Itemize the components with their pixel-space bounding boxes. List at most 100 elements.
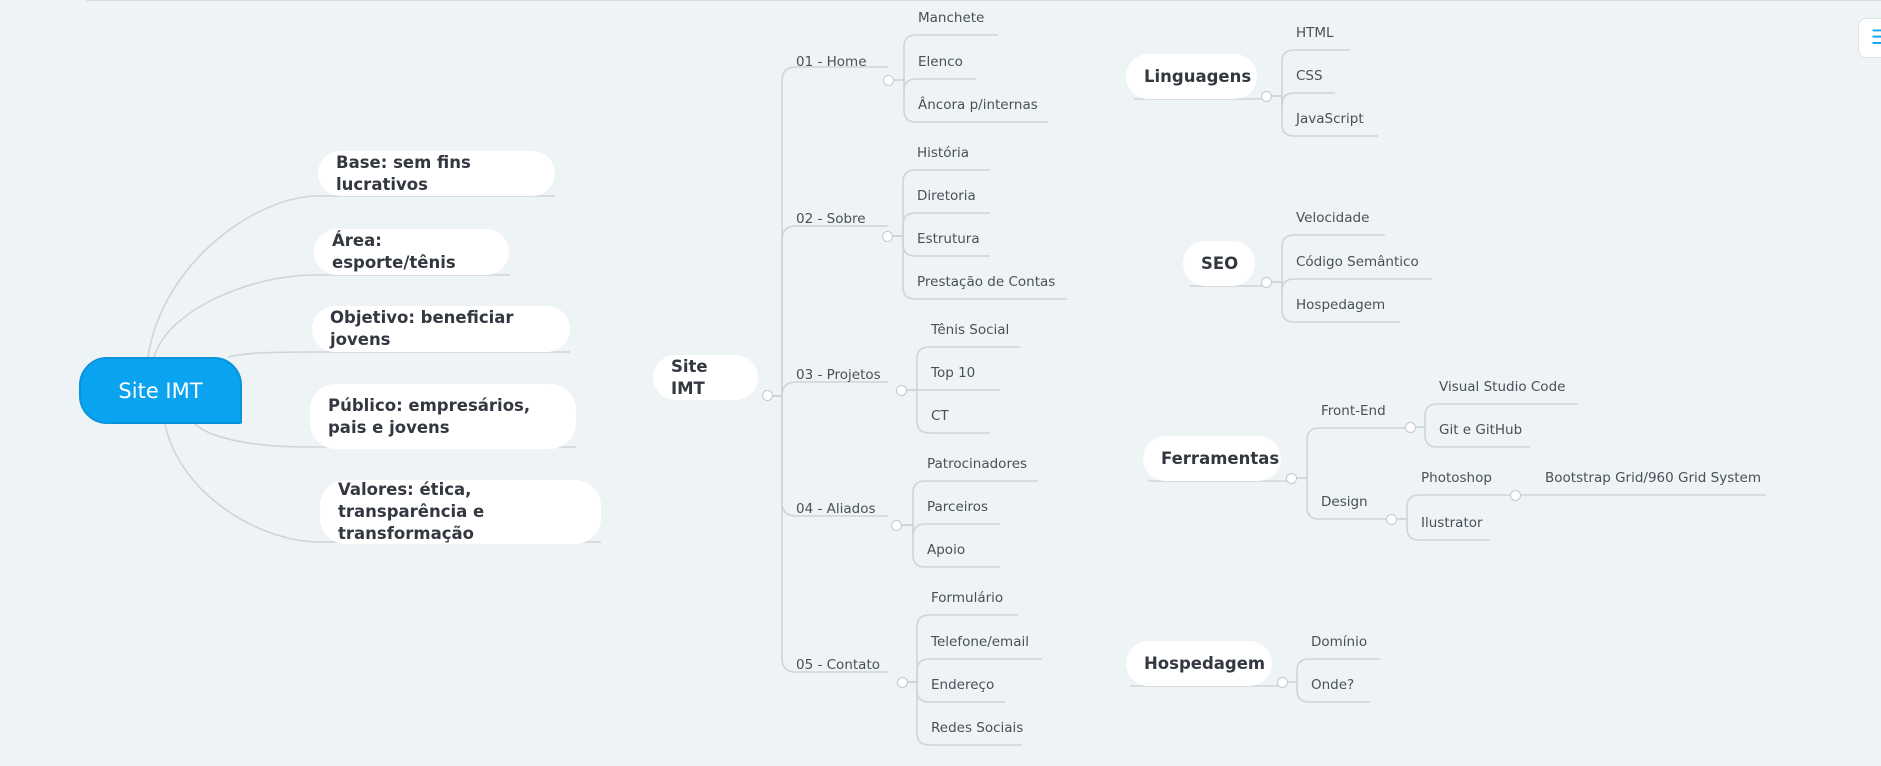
item-onde[interactable]: Onde?: [1311, 677, 1355, 693]
item-patrocinadores[interactable]: Patrocinadores: [927, 456, 1028, 472]
center-node[interactable]: Site IMT: [653, 355, 758, 400]
item-diretoria[interactable]: Diretoria: [917, 188, 976, 204]
topic-hospedagem-toggle[interactable]: [1277, 677, 1288, 688]
center-link-2: [768, 381, 888, 397]
section-projetos-toggle[interactable]: [896, 385, 907, 396]
ferramentas-link-1: [1291, 477, 1386, 520]
item-endereco[interactable]: Endereço: [931, 677, 995, 693]
root-link-4: [164, 423, 601, 543]
item-vscode[interactable]: Visual Studio Code: [1439, 379, 1566, 395]
item-javascript[interactable]: JavaScript: [1296, 111, 1364, 127]
subtopic-design[interactable]: Design: [1321, 494, 1368, 510]
topic-seo[interactable]: SEO: [1183, 241, 1255, 286]
center-collapse-toggle[interactable]: [762, 390, 773, 401]
item-html[interactable]: HTML: [1296, 25, 1334, 41]
item-apoio[interactable]: Apoio: [927, 542, 966, 558]
frontend-link-1: [1410, 426, 1530, 448]
item-ct[interactable]: CT: [931, 408, 949, 424]
item-estrutura[interactable]: Estrutura: [917, 231, 980, 247]
list-icon: ☰: [1871, 25, 1881, 49]
sobre-link-0: [887, 169, 990, 237]
section-sobre[interactable]: 02 - Sobre: [796, 211, 866, 227]
contato-link-3: [902, 681, 1022, 746]
topic-hospedagem[interactable]: Hospedagem: [1126, 641, 1272, 686]
branch-area-label: Área: esporte/tênis: [332, 231, 456, 272]
subtopic-frontend[interactable]: Front-End: [1321, 403, 1386, 419]
branch-publico-label: Público: empresários, pais e jovens: [328, 395, 531, 437]
linguagens-link-0: [1266, 49, 1350, 97]
center-link-3: [768, 395, 888, 517]
aliados-link-2: [896, 524, 1000, 568]
topic-linguagens-label: Linguagens: [1144, 66, 1252, 86]
branch-objetivo[interactable]: Objetivo: beneficiar jovens: [312, 306, 570, 352]
section-home-toggle[interactable]: [883, 75, 894, 86]
design-link-1: [1391, 518, 1490, 541]
topic-ferramentas[interactable]: Ferramentas: [1143, 436, 1281, 481]
item-prestacao[interactable]: Prestação de Contas: [917, 274, 1056, 290]
item-ancora[interactable]: Âncora p/internas: [918, 97, 1038, 113]
top-divider: [86, 0, 1881, 1]
root-link-0: [147, 195, 555, 358]
item-redes-sociais[interactable]: Redes Sociais: [931, 720, 1024, 736]
section-aliados-toggle[interactable]: [891, 520, 902, 531]
branch-base-label: Base: sem fins lucrativos: [336, 152, 471, 194]
center-link-1: [768, 225, 888, 397]
topic-ferramentas-toggle[interactable]: [1286, 473, 1297, 484]
topic-seo-toggle[interactable]: [1261, 277, 1272, 288]
item-ilustrator[interactable]: Ilustrator: [1421, 515, 1483, 531]
center-node-label: Site IMT: [671, 356, 708, 398]
topic-seo-label: SEO: [1201, 253, 1239, 273]
item-velocidade[interactable]: Velocidade: [1296, 210, 1370, 226]
aliados-link-0: [896, 480, 1038, 526]
design-link-0: [1391, 494, 1515, 520]
section-aliados[interactable]: 04 - Aliados: [796, 501, 876, 517]
item-git-github[interactable]: Git e GitHub: [1439, 422, 1523, 438]
item-elenco[interactable]: Elenco: [918, 54, 963, 70]
root-node[interactable]: Site IMT: [79, 357, 242, 424]
item-top10[interactable]: Top 10: [931, 365, 976, 381]
topic-linguagens[interactable]: Linguagens: [1126, 54, 1257, 99]
branch-area[interactable]: Área: esporte/tênis: [314, 229, 509, 275]
section-contato-toggle[interactable]: [897, 677, 908, 688]
contato-link-0: [902, 614, 1018, 683]
sobre-link-1: [887, 212, 990, 237]
root-link-1: [153, 274, 510, 358]
branch-base[interactable]: Base: sem fins lucrativos: [318, 151, 555, 196]
topic-linguagens-toggle[interactable]: [1261, 91, 1272, 102]
root-node-label: Site IMT: [118, 378, 203, 403]
item-photoshop[interactable]: Photoshop: [1421, 470, 1492, 486]
branch-publico[interactable]: Público: empresários, pais e jovens: [310, 384, 576, 449]
item-photoshop-toggle[interactable]: [1510, 490, 1521, 501]
item-formulario[interactable]: Formulário: [931, 590, 1004, 606]
item-manchete[interactable]: Manchete: [918, 10, 985, 26]
item-telefone[interactable]: Telefone/email: [931, 634, 1029, 650]
projetos-link-2: [901, 389, 990, 434]
home-link-2: [888, 79, 1048, 123]
item-dominio[interactable]: Domínio: [1311, 634, 1368, 650]
item-codigo-semantico[interactable]: Código Semântico: [1296, 254, 1419, 270]
seo-link-1: [1266, 278, 1432, 292]
projetos-link-0: [901, 346, 1020, 391]
item-tenis-social[interactable]: Tênis Social: [931, 322, 1010, 338]
linguagens-link-2: [1266, 95, 1378, 137]
frontend-link-0: [1410, 403, 1578, 428]
section-sobre-toggle[interactable]: [882, 231, 893, 242]
center-link-4: [768, 395, 888, 673]
item-parceiros[interactable]: Parceiros: [927, 499, 989, 515]
subtopic-design-toggle[interactable]: [1386, 514, 1397, 525]
section-home[interactable]: 01 - Home: [796, 54, 867, 70]
section-contato[interactable]: 05 - Contato: [796, 657, 880, 673]
outline-toggle-button[interactable]: ☰: [1858, 18, 1881, 58]
item-bootstrap-grid[interactable]: Bootstrap Grid/960 Grid System: [1545, 470, 1761, 486]
item-hospedagem-seo[interactable]: Hospedagem: [1296, 297, 1386, 313]
branch-valores[interactable]: Valores: ética, transparência e transfor…: [320, 480, 601, 544]
item-historia[interactable]: História: [917, 145, 970, 161]
item-css[interactable]: CSS: [1296, 68, 1323, 84]
section-projetos[interactable]: 03 - Projetos: [796, 367, 881, 383]
seo-link-0: [1266, 234, 1385, 283]
subtopic-frontend-toggle[interactable]: [1405, 422, 1416, 433]
branch-objetivo-label: Objetivo: beneficiar jovens: [330, 308, 514, 349]
root-link-2: [227, 351, 570, 358]
